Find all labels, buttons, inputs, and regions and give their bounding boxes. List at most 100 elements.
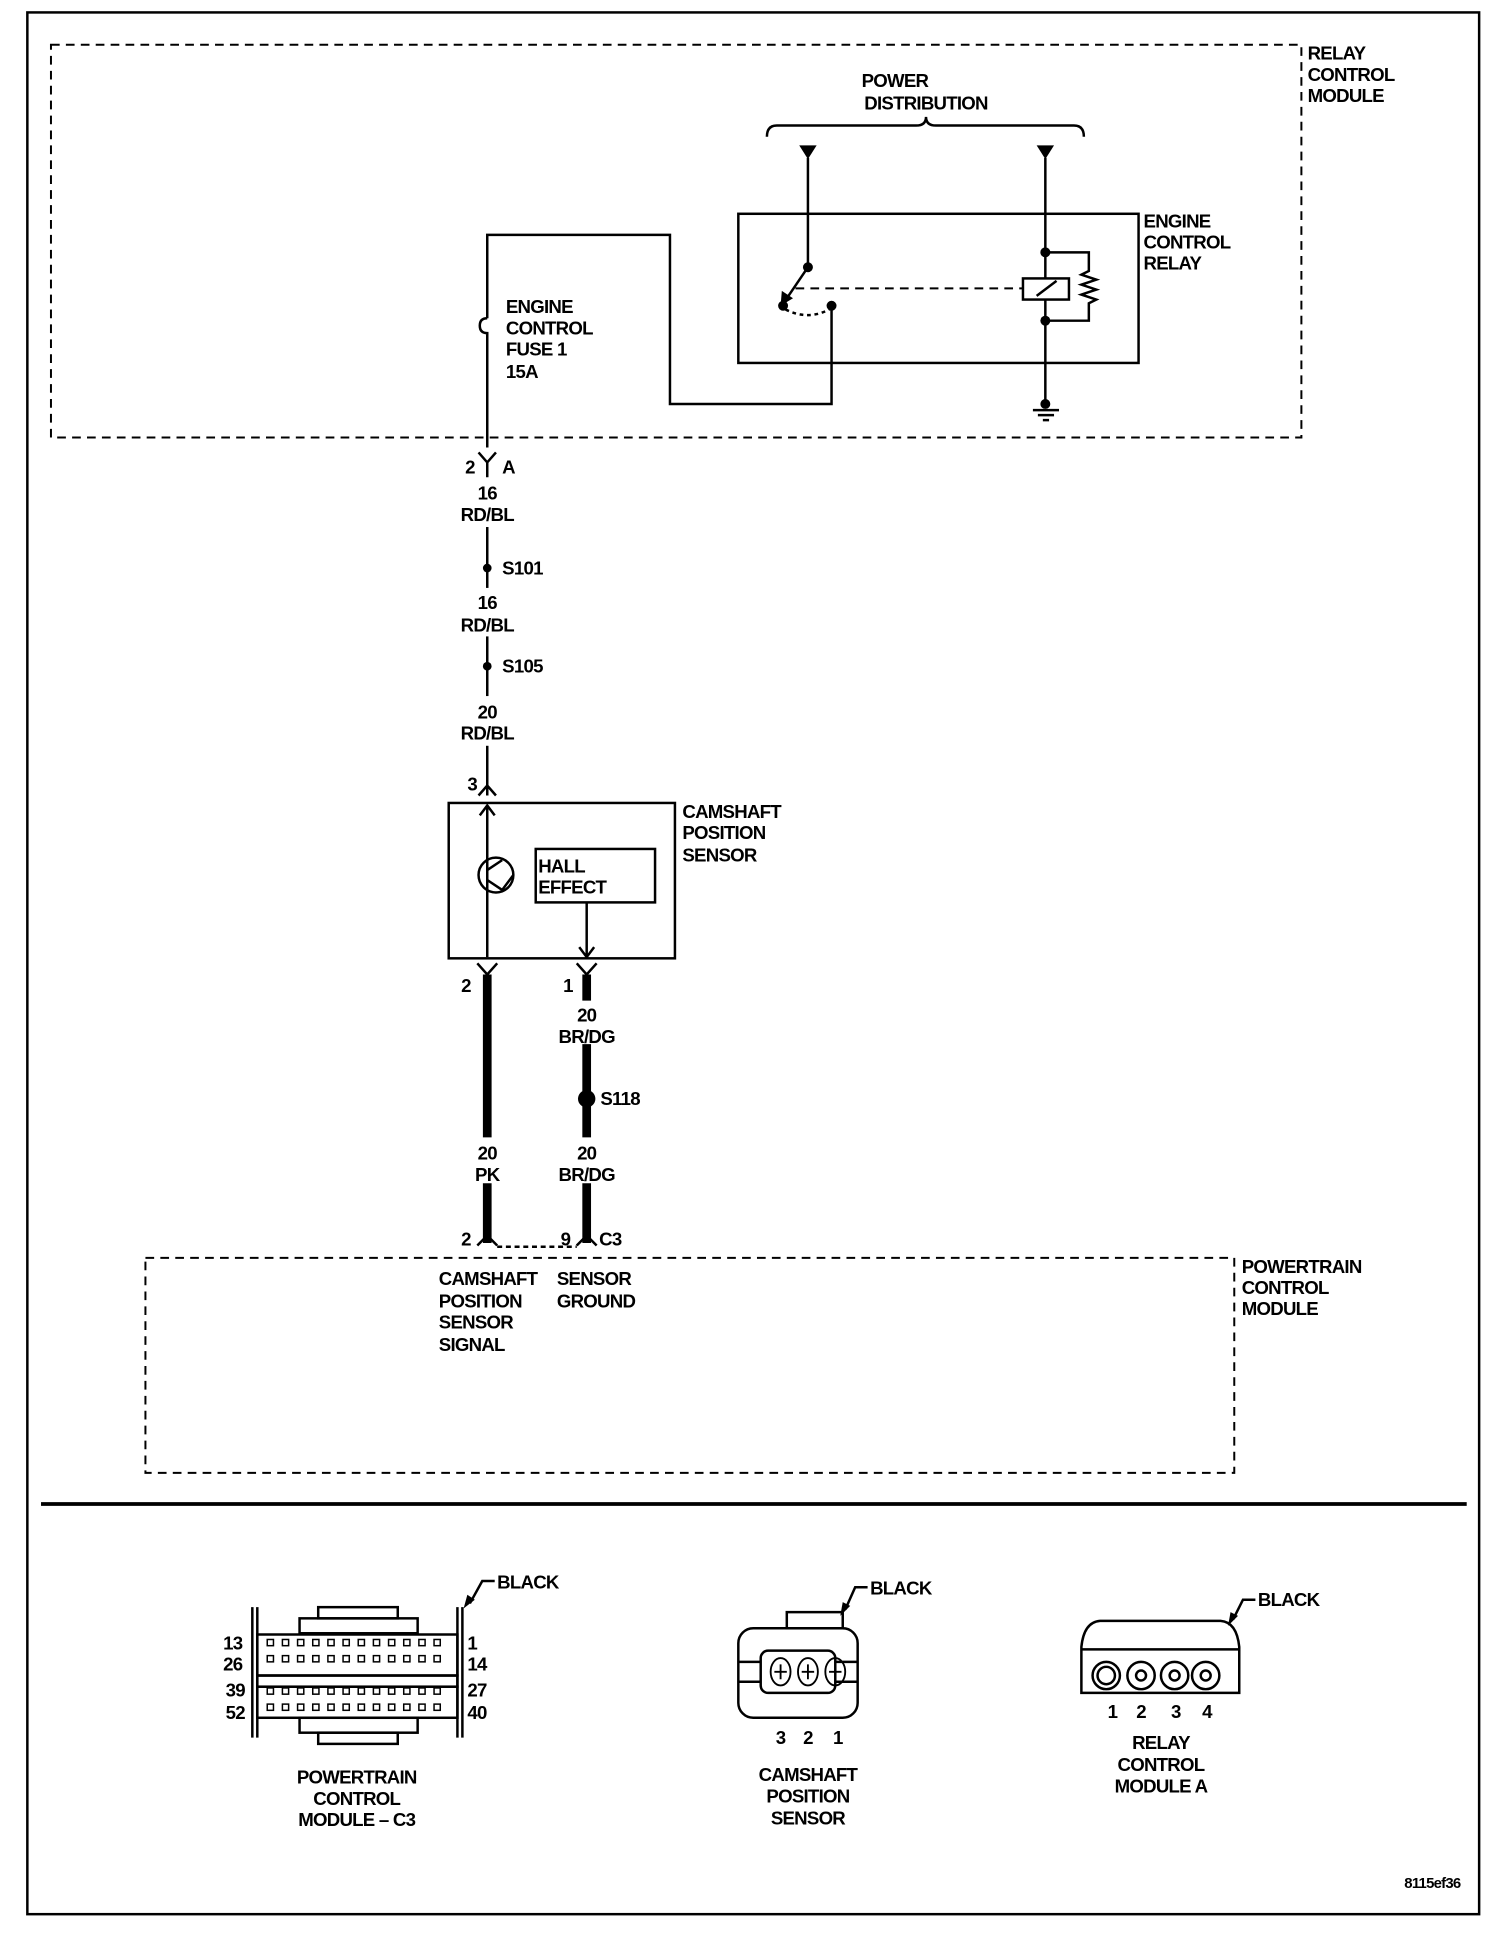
- fuse-label: ENGINE CONTROL FUSE 1 15A: [506, 296, 594, 382]
- pin-cavity: [402, 1654, 411, 1663]
- svg-text:SIGNAL: SIGNAL: [439, 1334, 505, 1355]
- relay-control-module-label: RELAY CONTROL MODULE: [1308, 43, 1396, 106]
- pin-cavity: [281, 1654, 290, 1663]
- pcm-pin-label: 39: [226, 1680, 246, 1701]
- svg-text:SENSOR: SENSOR: [439, 1312, 514, 1333]
- splice-s118: [577, 1090, 596, 1108]
- camshaft-connector-color: BLACK: [870, 1578, 933, 1599]
- pin-cavity: [311, 1687, 320, 1695]
- connector-pin-2: [476, 962, 499, 977]
- relay-pin-label: 1: [1108, 1701, 1118, 1722]
- svg-text:15A: 15A: [506, 361, 538, 382]
- pin-cavity: [327, 1703, 335, 1712]
- power-distribution-brace: [765, 116, 1086, 137]
- svg-text:ENGINE: ENGINE: [1144, 210, 1211, 231]
- svg-text:POWERTRAIN: POWERTRAIN: [1242, 1256, 1362, 1277]
- pin-cavity: [418, 1638, 426, 1647]
- pcm-c3-connector-view: [251, 1605, 464, 1746]
- pin-cavity: [357, 1687, 366, 1695]
- pin-cavity: [311, 1703, 320, 1712]
- pin-cavity: [327, 1654, 335, 1663]
- pin-cavity: [327, 1687, 335, 1695]
- svg-text:ENGINE: ENGINE: [506, 296, 573, 317]
- pcm-pin-label: 14: [467, 1654, 488, 1675]
- connector-pin-3: [477, 783, 497, 797]
- svg-text:CONTROL: CONTROL: [1242, 1277, 1329, 1298]
- wire-color: BR/DG: [559, 1026, 616, 1047]
- svg-text:CAMSHAFT: CAMSHAFT: [439, 1268, 539, 1289]
- pin-cavity: [281, 1638, 290, 1647]
- wire-gauge: 20: [478, 1143, 498, 1164]
- connector-view-label: POSITION: [766, 1785, 849, 1806]
- splice-label: S105: [502, 655, 543, 676]
- relay-module-a-connector-view: [1080, 1619, 1241, 1695]
- connector-view-label: SENSOR: [771, 1808, 846, 1829]
- wire-color: RD/BL: [461, 723, 515, 744]
- svg-text:MODULE: MODULE: [1242, 1298, 1319, 1319]
- hall-effect-label: HALL: [538, 856, 585, 877]
- svg-text:CAMSHAFT: CAMSHAFT: [682, 801, 782, 822]
- svg-text:SENSOR: SENSOR: [682, 844, 757, 865]
- pin-cavity: [824, 1657, 847, 1687]
- pin-cavity: [387, 1654, 396, 1663]
- svg-text:POSITION: POSITION: [439, 1291, 522, 1312]
- pin-cavity: [372, 1654, 381, 1663]
- pin-cavity: [357, 1654, 366, 1663]
- pin-cavity: [402, 1703, 411, 1712]
- engine-control-relay-box: [737, 212, 1140, 365]
- pcm-pin-label: 27: [467, 1680, 487, 1701]
- pin-cavity: [402, 1687, 411, 1695]
- sensor-pin-1-label: 1: [563, 975, 573, 996]
- camshaft-sensor-label: CAMSHAFT POSITION SENSOR: [682, 801, 783, 866]
- relay-contact-nc: [778, 300, 789, 311]
- pin-cavity: [296, 1654, 305, 1663]
- pcm-connector-label: C3: [599, 1228, 622, 1249]
- pcm-pin-label: 13: [223, 1632, 243, 1653]
- pin-cavity: [281, 1687, 290, 1695]
- camshaft-pin-label: 3: [776, 1727, 786, 1748]
- figure-id: 8115ef36: [1404, 1876, 1461, 1892]
- pin-cavity: [418, 1654, 426, 1663]
- pin-cavity: [372, 1703, 381, 1712]
- pcm-pin-label: 1: [467, 1632, 477, 1653]
- pin-cavity: [266, 1687, 275, 1695]
- pin-cavity: [281, 1703, 290, 1712]
- sensor-pin-2-label: 2: [461, 975, 471, 996]
- svg-text:RELAY: RELAY: [1144, 253, 1203, 274]
- pin-cavity: [387, 1703, 396, 1712]
- wire-gauge: 16: [478, 483, 498, 504]
- camshaft-sensor-connector-view: [737, 1610, 859, 1720]
- pin-cavity: [357, 1638, 366, 1647]
- pin-cavity: [266, 1654, 275, 1663]
- pin-cavity: [311, 1638, 320, 1647]
- relay-connector-color: BLACK: [1258, 1589, 1321, 1610]
- pcm-pin-label: 26: [223, 1654, 243, 1675]
- camshaft-sensor-box: [447, 801, 677, 960]
- ground-icon: [1032, 408, 1060, 422]
- connector-a-pin: 2: [465, 457, 475, 478]
- relay-pin-label: 4: [1202, 1701, 1213, 1722]
- pin-cavity: [266, 1638, 275, 1647]
- pcm-ground-label: SENSOR GROUND: [557, 1268, 636, 1311]
- pin-cavity: [311, 1654, 320, 1663]
- pin-cavity: [342, 1638, 351, 1647]
- svg-text:POSITION: POSITION: [682, 822, 765, 843]
- wire-gauge: 20: [577, 1005, 597, 1026]
- relay-pin-label: 3: [1171, 1701, 1181, 1722]
- svg-text:CONTROL: CONTROL: [1308, 64, 1395, 85]
- wire-color: BR/DG: [559, 1164, 616, 1185]
- wire-color: RD/BL: [461, 504, 515, 525]
- connector-view-label: MODULE – C3: [298, 1809, 415, 1830]
- svg-text:POWER: POWER: [862, 70, 930, 91]
- pin-cavity: [402, 1638, 411, 1647]
- wire-color: PK: [475, 1164, 501, 1185]
- svg-text:GROUND: GROUND: [557, 1291, 636, 1312]
- hall-effect-box: [534, 847, 657, 904]
- connector-view-label: RELAY: [1132, 1732, 1191, 1753]
- power-distribution-label: POWER DISTRIBUTION: [862, 70, 989, 113]
- pin-terminal: [829, 1664, 842, 1680]
- page-frame: [26, 11, 1481, 1916]
- pin-cavity: [327, 1638, 335, 1647]
- connector-view-label: CAMSHAFT: [759, 1764, 859, 1785]
- svg-text:DISTRIBUTION: DISTRIBUTION: [864, 92, 988, 113]
